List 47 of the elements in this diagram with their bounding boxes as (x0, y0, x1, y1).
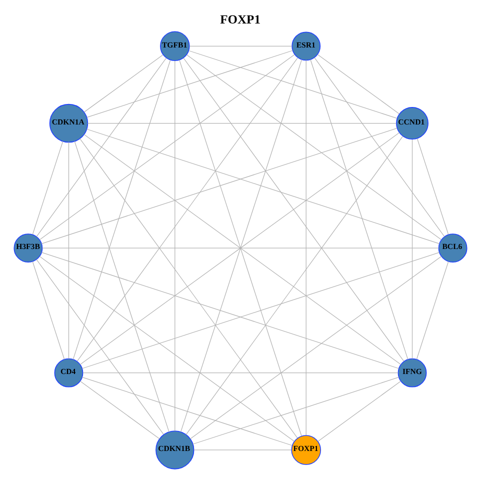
connector (86, 128, 440, 244)
connector (86, 50, 293, 118)
connector (305, 60, 306, 436)
node-circle: ESR1 (291, 32, 320, 61)
connector (40, 252, 399, 369)
node-circle: CCND1 (396, 107, 428, 140)
connector (192, 376, 399, 444)
connector (310, 60, 408, 360)
connector (32, 140, 63, 235)
connector (189, 256, 442, 440)
node-circle: CDKN1B (155, 430, 194, 470)
connector (82, 372, 398, 374)
connector (314, 57, 444, 237)
connector (81, 252, 440, 369)
connector (36, 259, 164, 435)
connector (174, 60, 175, 432)
connector (79, 138, 298, 438)
node-circle: H3F3B (13, 234, 42, 263)
connector (411, 139, 412, 360)
connector (86, 122, 396, 124)
connector (68, 142, 69, 360)
connector (38, 54, 294, 240)
connector (36, 58, 166, 237)
node-circle: IFNG (397, 358, 426, 388)
node-circle: CDKN1A (48, 104, 88, 143)
connector (186, 54, 442, 240)
connector (74, 140, 169, 432)
connector (416, 138, 448, 235)
connector (416, 261, 448, 360)
connector (81, 376, 292, 446)
connector (72, 60, 170, 360)
node-circle: CD4 (54, 358, 83, 388)
connector (316, 54, 400, 114)
diagram-title: FOXP1 (220, 12, 260, 27)
connector (188, 50, 397, 119)
connector (317, 380, 400, 442)
connector (76, 57, 298, 362)
node-circle: FOXP1 (290, 435, 320, 465)
connector (79, 380, 160, 440)
connector (182, 58, 404, 362)
connector (40, 128, 397, 244)
connector (32, 261, 64, 360)
connector (83, 54, 163, 112)
connector (38, 256, 294, 442)
connector (185, 136, 403, 435)
node-circle: BCL6 (438, 234, 467, 263)
node-circle: TGFB1 (160, 31, 190, 62)
